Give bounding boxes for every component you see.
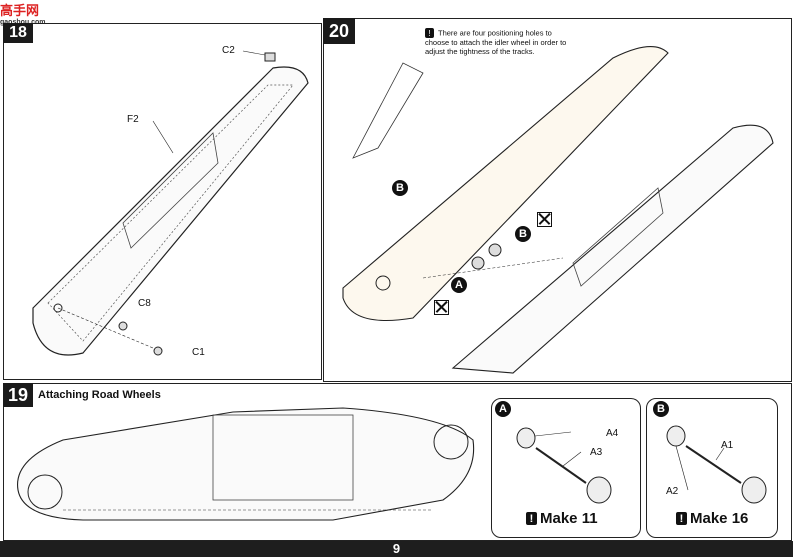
step-19-side-view-drawing (17, 407, 475, 521)
marker-a: A (451, 277, 467, 293)
warning-icon: ! (676, 512, 687, 525)
page-number: 9 (392, 541, 401, 556)
part-label-a2: A2 (666, 486, 679, 497)
part-label-c1: C1 (192, 347, 205, 358)
part-label-f2: F2 (127, 114, 139, 125)
part-label-c2: C2 (222, 45, 235, 56)
marker-b-lower: B (515, 226, 531, 242)
do-not-glue-icon (434, 300, 449, 315)
make-count-b: !Make 16 (676, 510, 748, 527)
part-label-a3: A3 (590, 447, 603, 458)
step-18-number: 18 (3, 23, 33, 43)
part-label-a1: A1 (721, 440, 734, 451)
footer-bar (0, 541, 793, 557)
detail-b-marker: B (653, 401, 669, 417)
do-not-glue-icon (537, 212, 552, 227)
step-18-hull-drawing (32, 50, 309, 356)
step-19-number: 19 (3, 383, 33, 407)
watermark-logo: 高手网 gaoshou.com (0, 3, 46, 26)
warning-icon: ! (425, 28, 434, 38)
detail-b-box (646, 398, 778, 538)
detail-b-wheel-drawing (666, 425, 767, 504)
step-19-title: Attaching Road Wheels (38, 389, 161, 401)
part-label-c8: C8 (138, 298, 151, 309)
idler-note: !There are four positioning holes to cho… (425, 28, 567, 56)
part-label-a4: A4 (606, 428, 619, 439)
step-20-number: 20 (323, 18, 355, 44)
detail-a-marker: A (495, 401, 511, 417)
step-20-assembly-drawing (342, 46, 774, 374)
make-count-a: !Make 11 (526, 510, 598, 527)
detail-a-wheel-drawing (516, 427, 612, 504)
marker-b-upper: B (392, 180, 408, 196)
warning-icon: ! (526, 512, 537, 525)
